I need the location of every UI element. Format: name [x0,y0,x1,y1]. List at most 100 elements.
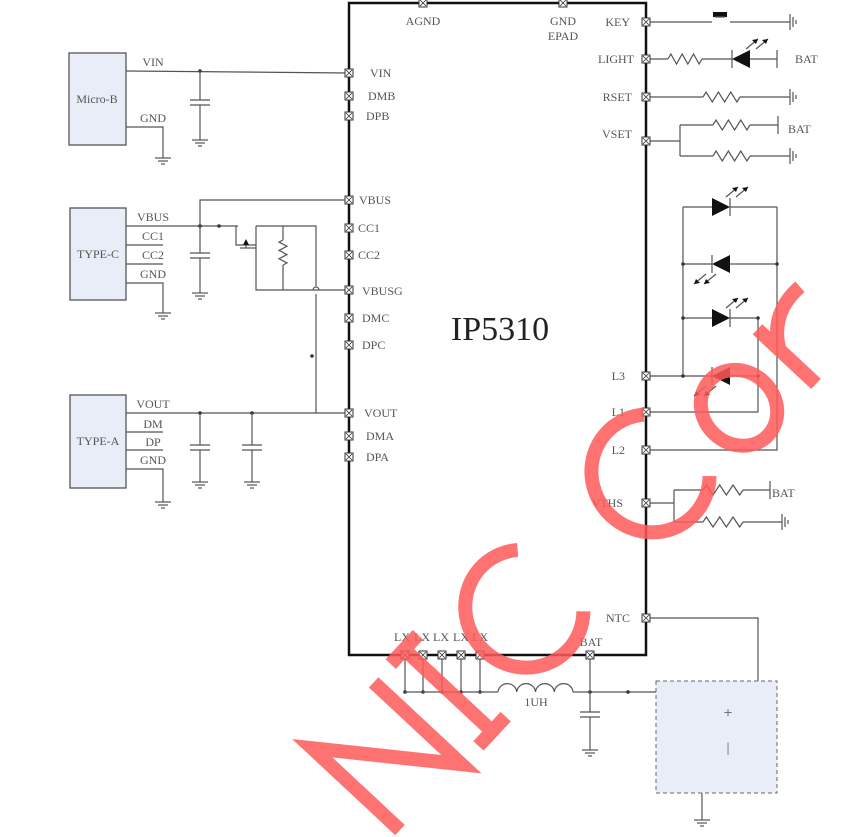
arrow-head [742,298,748,303]
resistor [702,515,744,529]
pin-marker [457,651,465,659]
pin-marker [642,18,650,26]
led-icon [732,50,750,68]
mosfet-icon [243,239,249,245]
bat-label-vths: BAT [772,486,795,500]
led-icon [712,255,730,273]
type-a-vout: VOUT [136,397,170,411]
junction-dot [756,316,760,320]
junction-dot [681,316,685,320]
bat-label-light: BAT [795,52,818,66]
battery-pack [655,680,778,794]
pin-marker [642,93,650,101]
arrow-head [732,187,738,192]
pin-marker [345,453,353,461]
pin-marker [559,0,567,7]
pin-marker [345,409,353,417]
resistor [702,90,741,104]
pin-bat: BAT [580,635,603,649]
watermark-letter [584,407,717,540]
pin-marker [642,408,650,416]
bat-label-vset: BAT [788,122,811,136]
junction-dot [775,262,779,266]
pin-key: KEY [605,15,630,29]
wire-gnd [126,468,164,502]
pin-agnd: AGND [406,14,441,28]
pin-marker [345,224,353,232]
pin-markers [344,0,651,660]
pin-l3: L3 [612,369,625,383]
pin-marker [642,55,650,63]
arrow-head [732,298,738,303]
pin-marker [345,112,353,120]
pin-ntc: NTC [606,611,630,625]
inductor-label: 1UH [524,695,548,709]
wire-vbusg [255,226,349,291]
pin-cc1: CC1 [358,221,380,235]
pin-marker [345,251,353,259]
pin-l2: L2 [612,443,625,457]
pin-dpc: DPC [362,338,385,352]
arrow-head [742,187,748,192]
pin-marker [345,92,353,100]
pin-marker [642,137,650,145]
pin-dmc: DMC [362,311,389,325]
type-c-vbus: VBUS [137,210,169,224]
resistor [712,118,751,132]
resistor [712,149,751,163]
micro-b-gnd: GND [140,111,166,125]
pin-dmb: DMB [368,89,395,103]
resistor [277,239,289,266]
type-c-gnd: GND [140,267,166,281]
pin-marker [642,372,650,380]
pin-vbusg: VBUSG [362,284,403,298]
type-c-cc1: CC1 [142,229,164,243]
micro-b-label: Micro-B [76,92,117,106]
arrow-head [752,39,758,44]
inductor-icon [497,683,574,693]
pin-gnd: GND [550,14,576,28]
pin-rset: RSET [603,90,633,104]
wire [256,225,317,286]
type-c-label: TYPE-C [77,247,119,261]
arrow-head [694,279,700,284]
type-a-gnd: GND [140,453,166,467]
pin-marker [642,614,650,622]
watermark-letter [385,630,511,751]
pin-marker [345,432,353,440]
type-c-cc2: CC2 [142,248,164,262]
pin-marker [345,314,353,322]
resistor [667,52,703,66]
junction-dot [626,690,630,694]
pin-vin: VIN [370,66,392,80]
pin-epad: EPAD [548,29,579,43]
pin-marker [345,196,353,204]
junction-dot [217,224,221,228]
left-pin-labels: VIN DMB DPB VBUS CC1 CC2 VBUSG DMC DPC V… [358,66,403,464]
junction-dot [310,354,314,358]
watermark-letter [693,362,785,453]
pin-dma: DMA [366,429,394,443]
type-a-label: TYPE-A [77,434,120,448]
led-icon [712,309,730,327]
watermark [292,281,821,836]
pin-vbus: VBUS [359,193,391,207]
arrow-head [704,279,710,284]
ic-name: IP5310 [451,311,549,348]
type-a-connector [69,394,127,489]
wire-vbus [199,199,349,226]
wire-vin [125,70,350,74]
push-button-icon [713,12,727,17]
pin-light: LIGHT [598,52,635,66]
wire-l1 [646,318,759,413]
wire-gnd [126,126,164,158]
mosfet [235,226,256,246]
pin-marker [419,0,427,7]
junction-dot [681,262,685,266]
watermark-letter [752,281,821,389]
type-a-dm: DM [143,417,163,431]
wire-gnd [126,282,164,313]
pin-dpa: DPA [366,450,389,464]
pin-marker [438,651,446,659]
